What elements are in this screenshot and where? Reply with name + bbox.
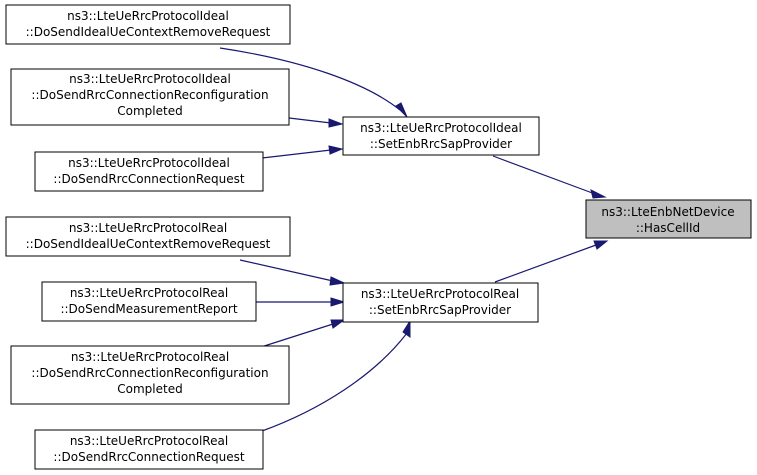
node-label-line: Completed — [117, 382, 182, 396]
edge-ideal-remove-to-ideal-set — [219, 47, 408, 118]
edge-real-remove-to-real-set — [239, 259, 346, 286]
node-label-line: ::DoSendRrcConnectionRequest — [53, 450, 244, 464]
node-real-do-send-ideal-ue-context-remove-request[interactable]: ns3::LteUeRrcProtocolReal ::DoSendIdealU… — [5, 216, 291, 257]
node-label-line: ::HasCellId — [636, 221, 700, 235]
node-label-line: ::DoSendMeasurementReport — [60, 302, 237, 316]
nodes: ns3::LteUeRrcProtocolIdeal ::DoSendIdeal… — [5, 4, 752, 470]
node-label-line: ns3::LteUeRrcProtocolReal — [69, 221, 227, 235]
node-real-set-enb-rrc-sap-provider[interactable]: ns3::LteUeRrcProtocolReal ::SetEnbRrcSap… — [342, 282, 539, 323]
edge-ideal-req-to-ideal-set — [261, 145, 344, 159]
edge-ideal-reconf-to-ideal-set — [288, 117, 344, 128]
node-ideal-do-send-rrc-connection-request[interactable]: ns3::LteUeRrcProtocolIdeal ::DoSendRrcCo… — [34, 151, 264, 192]
node-real-do-send-rrc-connection-reconfiguration-completed[interactable]: ns3::LteUeRrcProtocolReal ::DoSendRrcCon… — [10, 345, 290, 405]
node-label-line: ns3::LteEnbNetDevice — [601, 205, 734, 219]
node-ideal-do-send-rrc-connection-reconfiguration-completed[interactable]: ns3::LteUeRrcProtocolIdeal ::DoSendRrcCo… — [10, 68, 290, 126]
node-label-line: ns3::LteUeRrcProtocolIdeal — [68, 156, 230, 170]
edge-real-meas-to-real-set — [256, 297, 346, 307]
node-label-line: ::SetEnbRrcSapProvider — [370, 137, 512, 151]
node-label-line: ::DoSendRrcConnectionRequest — [53, 172, 244, 186]
node-label-line: ::DoSendRrcConnectionReconfiguration — [31, 366, 268, 380]
edges — [219, 47, 609, 432]
node-ideal-set-enb-rrc-sap-provider[interactable]: ns3::LteUeRrcProtocolIdeal ::SetEnbRrcSa… — [342, 116, 540, 156]
edge-real-set-to-enb-hascell — [494, 240, 609, 283]
node-label-line: ::DoSendIdealUeContextRemoveRequest — [26, 25, 271, 39]
node-real-do-send-rrc-connection-request[interactable]: ns3::LteUeRrcProtocolReal ::DoSendRrcCon… — [34, 429, 264, 470]
node-label-line: ns3::LteUeRrcProtocolReal — [70, 434, 228, 448]
edge-real-req-to-real-set — [261, 319, 411, 432]
node-ideal-do-send-ideal-ue-context-remove-request[interactable]: ns3::LteUeRrcProtocolIdeal ::DoSendIdeal… — [5, 4, 291, 45]
node-label-line: ::SetEnbRrcSapProvider — [369, 303, 511, 317]
node-label-line: ::DoSendIdealUeContextRemoveRequest — [26, 237, 271, 251]
node-label-line: ns3::LteUeRrcProtocolIdeal — [69, 72, 231, 86]
edge-ideal-set-to-enb-hascell — [492, 155, 607, 199]
node-label-line: ns3::LteUeRrcProtocolReal — [361, 287, 519, 301]
node-label-line: ::DoSendRrcConnectionReconfiguration — [31, 88, 268, 102]
node-label-line: ns3::LteUeRrcProtocolReal — [70, 286, 228, 300]
node-enb-net-device-has-cell-id[interactable]: ns3::LteEnbNetDevice ::HasCellId — [585, 199, 752, 239]
node-label-line: ns3::LteUeRrcProtocolReal — [71, 350, 229, 364]
node-real-do-send-measurement-report[interactable]: ns3::LteUeRrcProtocolReal ::DoSendMeasur… — [41, 281, 257, 322]
node-label-line: ns3::LteUeRrcProtocolIdeal — [67, 9, 229, 23]
node-label-line: Completed — [117, 104, 182, 118]
node-label-line: ns3::LteUeRrcProtocolIdeal — [360, 121, 522, 135]
edge-real-reconf-to-real-set — [257, 319, 346, 349]
